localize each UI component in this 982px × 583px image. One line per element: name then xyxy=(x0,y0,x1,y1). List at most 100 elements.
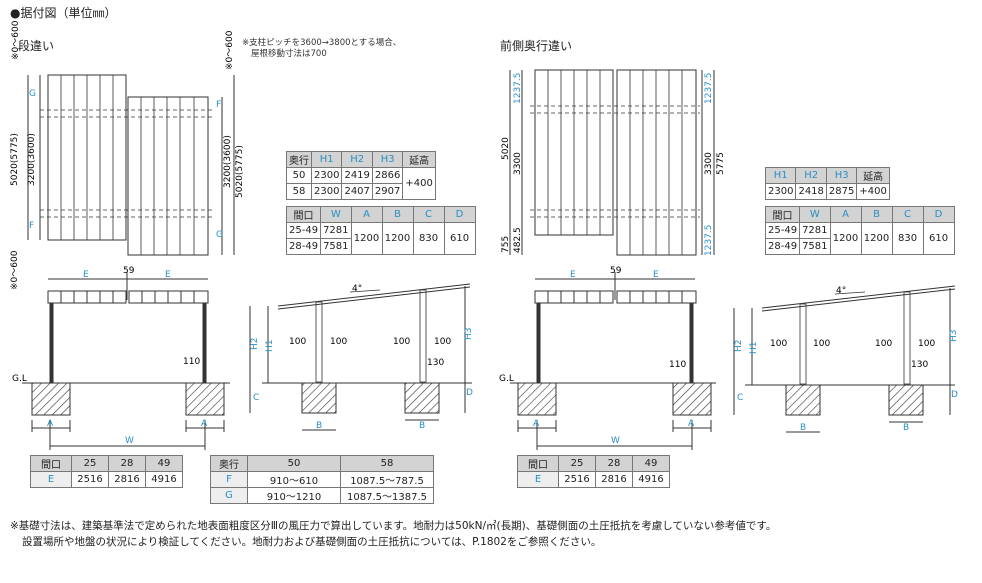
table-cell: 2816 xyxy=(108,471,146,488)
row-label-g: G xyxy=(210,487,248,504)
dim-5020-right-plan: 5020 xyxy=(501,137,511,160)
dim-100-b: 100 xyxy=(330,337,347,347)
table-cell: 2866 xyxy=(371,167,404,184)
dim-110-r: 110 xyxy=(669,360,686,370)
table-e-right: 間口 25 28 49 E 2516 2816 4916 xyxy=(517,455,670,488)
row-label-e-r: E xyxy=(517,471,559,488)
table-cell: 7281 xyxy=(320,222,352,239)
table-cell: 28-49 xyxy=(285,238,322,255)
dim-g-top: G xyxy=(29,89,36,99)
th-25: 25 xyxy=(71,455,109,472)
th-49-r: 49 xyxy=(632,455,670,472)
right-side-elevation xyxy=(733,285,956,433)
table-cell: 1200 xyxy=(829,222,862,255)
table-cell: +400 xyxy=(856,183,890,200)
table-width-right: 間口 W A B C D 25-49 7281 1200 1200 830 61… xyxy=(764,206,955,255)
table-width-left: 間口 W A B C D 25-49 7281 1200 1200 830 61… xyxy=(285,206,476,255)
left-front-elevation xyxy=(22,272,230,450)
th-ext: 延高 xyxy=(402,151,436,168)
table-cell: 2875 xyxy=(825,183,858,200)
table-cell: 7281 xyxy=(799,222,831,239)
dim-range-bottom: ※0〜600 xyxy=(10,250,20,290)
dim-h1-left: H1 xyxy=(265,340,275,353)
left-roof-lower xyxy=(127,96,209,256)
table-cell: 830 xyxy=(891,222,924,255)
dim-59: 59 xyxy=(123,266,135,276)
th-b-r: B xyxy=(860,206,893,223)
table-heights-left: 奥行 H1 H2 H3 延高 50 2300 2419 2866 +400 58… xyxy=(286,151,436,200)
dim-482: 482.5 xyxy=(513,227,523,253)
th-ext-r: 延高 xyxy=(856,167,890,184)
pitch-note: ※支柱ピッチを3600→3800とする場合、 屋根移動寸法は700 xyxy=(242,38,401,60)
dim-4deg-left: 4° xyxy=(352,284,362,294)
dim-b-right-1: B xyxy=(800,423,806,433)
dim-5020-left: 5020(5775) xyxy=(10,133,20,186)
table-cell: 2418 xyxy=(795,183,827,200)
th-h1: H1 xyxy=(310,151,343,168)
left-section-label: 段違い xyxy=(18,39,55,53)
footnote-line-2: 設置場所や地盤の状況により検証してください。地耐力および基礎側面の土圧抵抗につい… xyxy=(22,536,602,548)
dim-59-r: 59 xyxy=(610,266,622,276)
table-cell: 7581 xyxy=(320,238,352,255)
dim-a-r2: A xyxy=(688,419,695,429)
table-cell: 2516 xyxy=(558,471,596,488)
dim-1237-right-top: 1237.5 xyxy=(704,73,714,105)
table-cell: 2300 xyxy=(310,183,343,200)
dim-100-a: 100 xyxy=(289,337,306,347)
dim-110: 110 xyxy=(183,357,200,367)
table-heights-right: H1 H2 H3 延高 2300 2418 2875 +400 xyxy=(764,167,890,200)
dim-c-left: C xyxy=(253,393,259,403)
th-25-r: 25 xyxy=(558,455,596,472)
right-front-elevation xyxy=(510,272,716,450)
dim-1237-left: 1237.5 xyxy=(513,73,523,105)
table-cell: 2516 xyxy=(71,471,109,488)
th-h2-r: H2 xyxy=(795,167,827,184)
dim-h3-left: H3 xyxy=(464,328,474,341)
table-cell: 1087.5〜1387.5 xyxy=(340,487,434,504)
left-side-elevation xyxy=(249,283,472,431)
row-label-f: F xyxy=(210,471,248,488)
dim-100-d: 100 xyxy=(434,337,451,347)
pitch-note-line-2: 屋根移動寸法は700 xyxy=(251,49,327,59)
table-fg: 奥行 50 58 F 910〜610 1087.5〜787.5 G 910〜12… xyxy=(210,455,434,504)
dim-b-left-1: B xyxy=(316,421,322,431)
th-frontage: 間口 xyxy=(285,206,322,223)
dim-100-r-c: 100 xyxy=(875,339,892,349)
th-a-r: A xyxy=(829,206,862,223)
table-cell: 1087.5〜787.5 xyxy=(340,471,434,488)
dim-5020-right: 5020(5775) xyxy=(235,145,245,198)
table-cell: 910〜610 xyxy=(247,471,341,488)
table-cell: 1200 xyxy=(350,222,383,255)
left-plan-view xyxy=(27,74,235,256)
table-cell: 1200 xyxy=(381,222,414,255)
table-cell: 610 xyxy=(922,222,955,255)
row-label-e: E xyxy=(30,471,72,488)
th-h3: H3 xyxy=(371,151,404,168)
dim-e-2: E xyxy=(165,270,171,280)
dim-g-bottom: G xyxy=(216,230,223,240)
table-cell: 610 xyxy=(443,222,476,255)
table-cell: 2300 xyxy=(764,183,797,200)
dim-5775: 5775 xyxy=(716,152,726,175)
th-w-r: W xyxy=(799,206,831,223)
dim-b-right-2: B xyxy=(903,423,909,433)
th-b: B xyxy=(381,206,414,223)
dim-a-right: A xyxy=(201,419,208,429)
table-cell: 4916 xyxy=(145,471,183,488)
table-e-left: 間口 25 28 49 E 2516 2816 4916 xyxy=(30,455,183,488)
th-depth-fg: 奥行 xyxy=(210,455,248,472)
th-h2: H2 xyxy=(341,151,373,168)
dim-3300-right: 3300 xyxy=(704,152,714,175)
th-w: W xyxy=(320,206,352,223)
th-a: A xyxy=(350,206,383,223)
dim-4deg-right: 4° xyxy=(836,286,846,296)
dim-a-r1: A xyxy=(533,419,540,429)
table-cell: 28-49 xyxy=(764,238,801,255)
dim-h2-right: H2 xyxy=(734,340,744,353)
table-cell: 50 xyxy=(286,167,312,184)
th-h3-r: H3 xyxy=(825,167,858,184)
table-cell: 25-49 xyxy=(764,222,801,239)
th-frontage-e: 間口 xyxy=(30,455,72,472)
dim-h3-right: H3 xyxy=(949,330,959,343)
th-c: C xyxy=(412,206,445,223)
